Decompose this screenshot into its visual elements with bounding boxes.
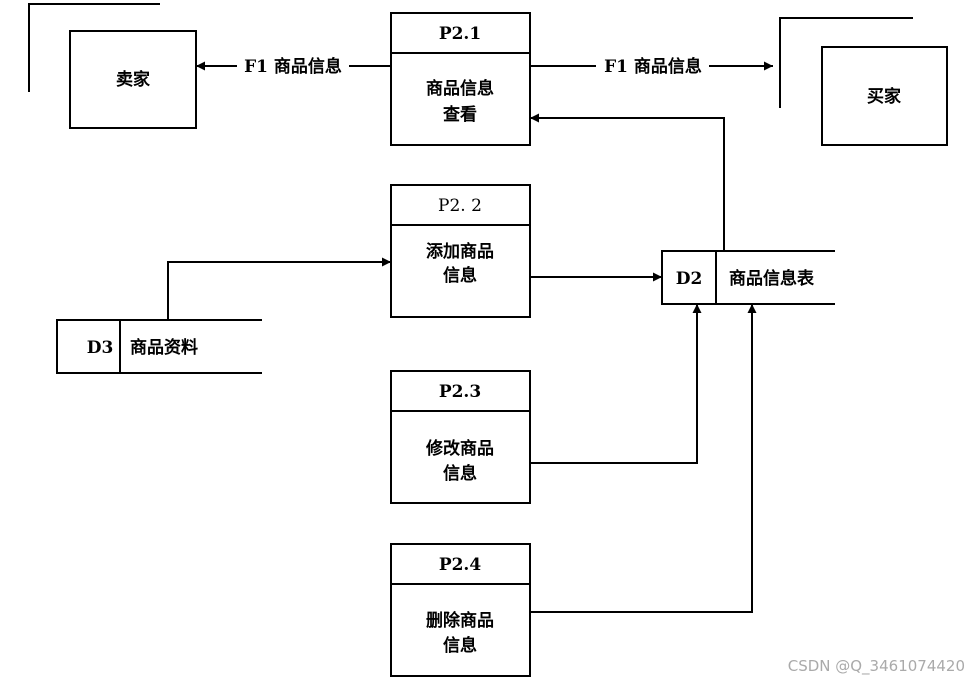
process-p2-1-box	[390, 12, 531, 146]
watermark-text: CSDN @Q_3461074420	[788, 657, 965, 676]
entity-seller: 卖家	[28, 3, 197, 129]
flow-d2-to-p2-1	[530, 113, 725, 251]
datastore-d3-id: D3	[87, 338, 114, 358]
datastore-d3-outline	[56, 319, 262, 374]
entity-buyer: 买家	[779, 17, 948, 146]
entity-seller-shadow	[28, 3, 160, 92]
datastore-d2-name: 商品信息表	[729, 268, 815, 289]
datastore-d3: D3 商品资料	[56, 319, 262, 374]
datastore-d3-name: 商品资料	[130, 337, 198, 358]
process-p2-2-name-line1: 添加商品	[426, 241, 494, 262]
flow-to-buyer-label: F1 商品信息	[604, 56, 702, 77]
process-p2-4-name-line1: 删除商品	[426, 610, 494, 631]
flow-to-seller-label: F1 商品信息	[244, 56, 342, 77]
process-p2-1-name-line1: 商品信息	[426, 78, 494, 99]
flow-p2-4-to-d2	[530, 304, 757, 613]
process-p2-4-box	[390, 543, 531, 677]
process-p2-1-id: P2.1	[439, 24, 481, 44]
flow-p2-3-to-d2	[530, 304, 702, 464]
process-p2-2-id: P2. 2	[438, 196, 482, 216]
entity-buyer-shadow	[779, 17, 913, 108]
process-p2-3-box	[390, 370, 531, 504]
process-p2-2-name-line2: 信息	[443, 265, 477, 286]
datastore-d2: D2 商品信息表	[661, 250, 835, 305]
entity-seller-box	[69, 30, 197, 129]
process-p2-2: P2. 2 添加商品 信息	[390, 184, 531, 318]
process-p2-1: P2.1 商品信息 查看	[390, 12, 531, 146]
process-p2-4-name-line2: 信息	[443, 635, 477, 656]
process-p2-4-id: P2.4	[439, 555, 482, 575]
process-p2-2-box	[390, 184, 531, 318]
flow-d3-to-p2-2	[167, 257, 391, 320]
process-p2-4: P2.4 删除商品 信息	[390, 543, 531, 677]
process-p2-3-id: P2.3	[439, 382, 481, 402]
datastore-d2-id: D2	[676, 269, 703, 289]
entity-buyer-box	[821, 46, 948, 146]
flow-to-seller: F1 商品信息	[196, 56, 391, 77]
process-p2-3-name-line1: 修改商品	[425, 438, 494, 459]
entity-buyer-label: 买家	[867, 86, 901, 107]
entity-seller-label: 卖家	[116, 69, 150, 90]
process-p2-3: P2.3 修改商品 信息	[390, 370, 531, 504]
flow-to-buyer: F1 商品信息	[530, 56, 773, 77]
process-p2-1-name-line2: 查看	[442, 104, 477, 125]
process-p2-3-name-line2: 信息	[443, 463, 477, 484]
